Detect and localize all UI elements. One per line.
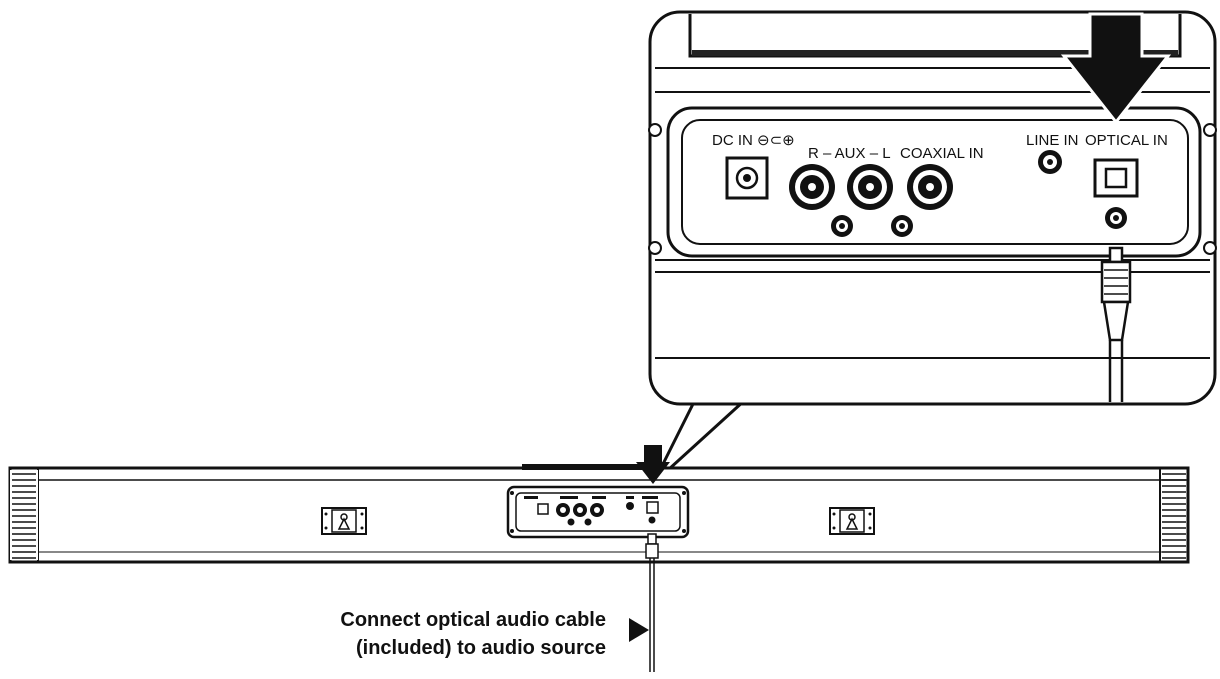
left-grille [10, 470, 38, 560]
wall-mount-left [321, 507, 367, 535]
right-grille [1162, 473, 1186, 559]
caption-line-1: Connect optical audio cable [340, 609, 606, 631]
down-arrow-icon [1060, 12, 1172, 125]
coaxial-in-port [907, 164, 953, 210]
dc-in-label: DC IN ⊖⊂⊕ [712, 132, 795, 149]
callout-pointer-right [666, 398, 747, 472]
aux-left-port [847, 164, 893, 210]
aux-right-port [789, 164, 835, 210]
optical-in-port [1093, 158, 1139, 229]
line-in-port [1038, 150, 1062, 174]
caption-line-2: (included) to audio source [355, 637, 606, 659]
optical-cable-zoom [1100, 246, 1132, 402]
caption-pointer-icon [629, 618, 649, 642]
instruction-caption: Connect optical audio cable (included) t… [236, 606, 606, 662]
line-in-label: LINE IN [1026, 132, 1079, 149]
zoom-callout: DC IN ⊖⊂⊕ R – AUX – L COAXIAL IN LINE IN… [648, 10, 1217, 472]
callout-pointer-left [658, 399, 697, 471]
wall-mount-right [829, 507, 875, 535]
optical-cable-full [645, 533, 659, 672]
soundbar-connector-panel [506, 485, 690, 539]
small-down-arrow-icon [636, 445, 670, 484]
dc-in-port [725, 156, 769, 200]
coaxial-in-label: COAXIAL IN [900, 145, 984, 162]
optical-in-label: OPTICAL IN [1085, 132, 1168, 149]
aux-label: R – AUX – L [808, 145, 891, 162]
soundbar-body [8, 445, 1190, 564]
